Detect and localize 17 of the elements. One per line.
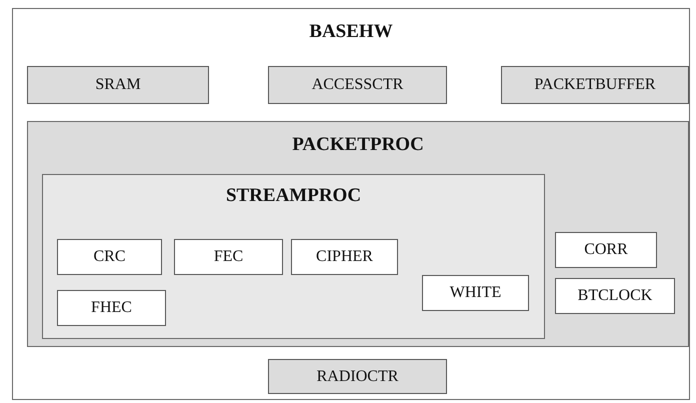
module-panel	[42, 174, 545, 339]
module-box: CORR	[555, 232, 657, 268]
module-box: FHEC	[57, 290, 166, 326]
panel-title: PACKETPROC	[291, 134, 425, 156]
module-box: RADIOCTR	[268, 359, 447, 394]
module-box: CRC	[57, 239, 162, 275]
module-box: CIPHER	[291, 239, 398, 275]
panel-title: BASEHW	[308, 21, 394, 43]
module-box: WHITE	[422, 275, 529, 311]
module-panel	[27, 121, 689, 347]
frame-panel	[12, 8, 690, 400]
panel-title: STREAMPROC	[224, 185, 362, 207]
module-box: ACCESSCTR	[268, 66, 447, 104]
module-box: BTCLOCK	[555, 278, 675, 314]
module-box: FEC	[174, 239, 283, 275]
module-box: PACKETBUFFER	[501, 66, 689, 104]
module-box: SRAM	[27, 66, 209, 104]
